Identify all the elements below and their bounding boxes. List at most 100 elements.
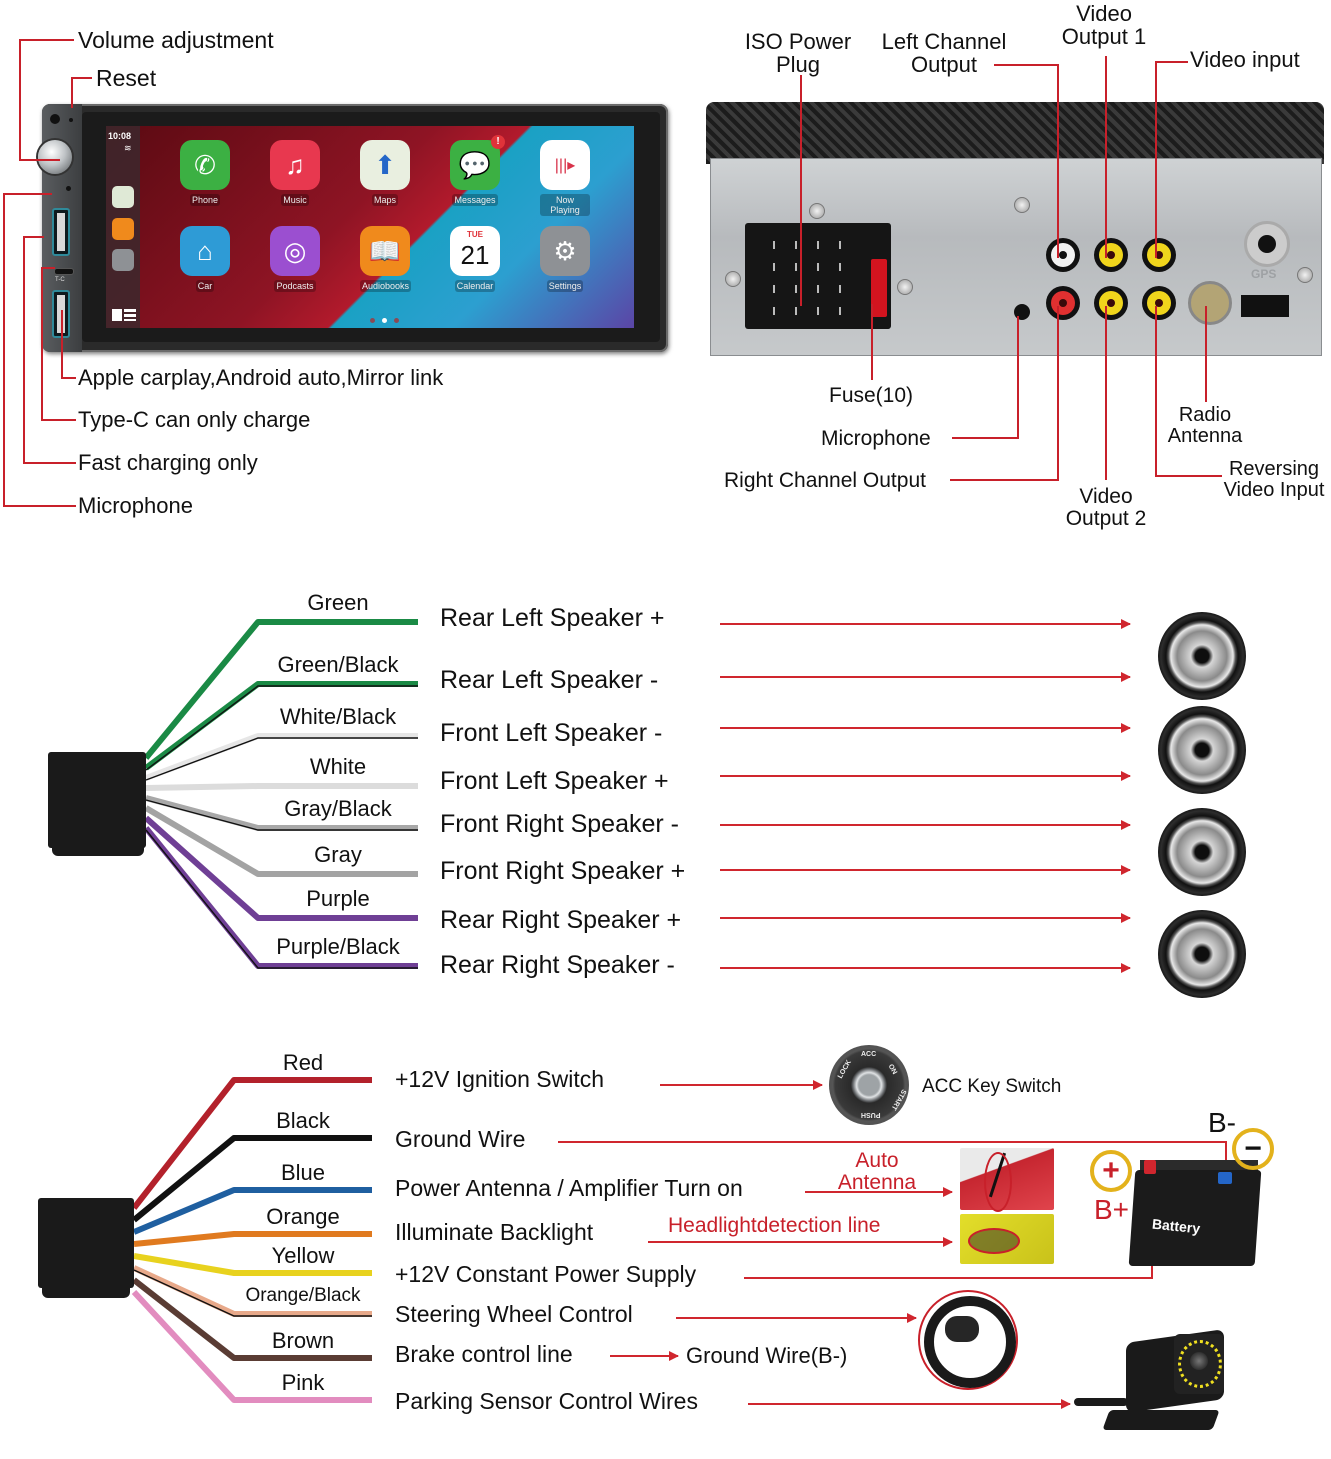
wire-black xyxy=(132,1135,372,1223)
wire-function-label: +12V Constant Power Supply xyxy=(395,1261,697,1288)
callout-line-reset xyxy=(71,77,92,108)
iso-power-socket[interactable] xyxy=(745,223,891,329)
wire-color-label: Green/Black xyxy=(277,652,399,677)
wifi-icon: ≋ xyxy=(124,143,132,153)
carplay-screen: 10:08 ≋ ✆Phone♫Music⬆Maps💬!Messages|||▸N… xyxy=(106,126,634,328)
sidebar-maps-icon[interactable] xyxy=(112,186,134,208)
wire-color-label: Gray/Black xyxy=(284,796,392,821)
wire-stripe xyxy=(145,685,418,771)
iso-pin xyxy=(773,285,775,293)
screw-icon xyxy=(897,279,913,295)
page-dot[interactable] xyxy=(382,318,387,323)
callout-line-mic-rear xyxy=(952,316,1019,439)
app-car[interactable]: ⌂Car xyxy=(180,226,230,294)
app-messages[interactable]: 💬!Messages xyxy=(450,135,505,208)
label-b-plus: B+ xyxy=(1094,1194,1130,1225)
rca-right-out[interactable] xyxy=(1046,286,1080,320)
label-right-channel-output: Right Channel Output xyxy=(724,469,926,492)
app-maps[interactable]: ⬆Maps xyxy=(360,140,410,208)
sidebar-settings-icon[interactable] xyxy=(112,249,134,271)
app-label: Settings xyxy=(546,280,584,292)
callout-line-typec xyxy=(41,267,76,421)
app-settings[interactable]: ⚙Settings xyxy=(540,226,590,294)
rca-video-out-1[interactable] xyxy=(1094,238,1128,272)
wire-gray-black xyxy=(145,795,418,831)
label-iso-power-plug: ISO Power Plug xyxy=(744,29,852,78)
now-playing-icon: |||▸ xyxy=(540,140,590,190)
wire-function-label: Rear Left Speaker + xyxy=(440,604,665,633)
wire-green-black xyxy=(144,681,418,771)
minus-terminal-marker: − xyxy=(1232,1128,1274,1170)
screw-icon xyxy=(1014,197,1030,213)
wire-green xyxy=(143,619,418,760)
wire-function-label: Front Right Speaker - xyxy=(440,810,679,839)
camera-cable xyxy=(1074,1398,1128,1406)
rear-slot xyxy=(1241,295,1289,317)
dashboard-toggle-icon[interactable] xyxy=(112,309,136,321)
speaker-icon xyxy=(1158,612,1246,700)
app-label: Car xyxy=(195,280,215,292)
phone-icon: ✆ xyxy=(180,140,230,190)
steering-wheel-outline xyxy=(918,1290,1018,1390)
label-acc-key-switch: ACC Key Switch xyxy=(922,1076,1062,1097)
wire-function-label: Front Left Speaker - xyxy=(440,719,663,748)
app-label: Calendar xyxy=(454,280,496,292)
volume-knob[interactable] xyxy=(38,140,72,174)
iso-pin xyxy=(773,241,775,249)
rca-left-out[interactable] xyxy=(1046,238,1080,272)
wire-color-label: Black xyxy=(276,1108,330,1133)
label-reversing-video-input: Reversing Video Input xyxy=(1223,458,1325,501)
app-label: Maps xyxy=(371,194,398,206)
battery-icon xyxy=(1128,1170,1262,1266)
wire-function-label: Rear Left Speaker - xyxy=(440,666,659,695)
type-c-label: T-C xyxy=(55,277,65,283)
metal-chassis: GPS xyxy=(710,158,1322,356)
rca-video-in[interactable] xyxy=(1142,238,1176,272)
usb-port-carplay[interactable] xyxy=(52,208,70,256)
wire-purple-black xyxy=(143,826,418,969)
reset-pinhole-icon[interactable] xyxy=(69,118,73,122)
app-podcasts[interactable]: ◎Podcasts xyxy=(270,226,320,294)
iso-pin xyxy=(817,285,819,293)
screw-icon xyxy=(809,203,825,219)
speaker-harness-plug xyxy=(48,752,146,848)
speaker-icon xyxy=(1158,910,1246,998)
page-dot[interactable] xyxy=(370,318,375,323)
power-harness-plug xyxy=(38,1198,134,1288)
radio-antenna-jack[interactable] xyxy=(1188,281,1232,325)
wire-function-label: Illuminate Backlight xyxy=(395,1219,594,1246)
callout-line-reversing xyxy=(1155,306,1222,477)
wire-color-label: Yellow xyxy=(271,1243,335,1268)
car-antenna-photo xyxy=(960,1148,1054,1212)
wire-function-label: Steering Wheel Control xyxy=(395,1301,633,1328)
label-volume-adjustment: Volume adjustment xyxy=(78,27,274,53)
wire-stripe xyxy=(145,799,418,831)
carbon-top-cover xyxy=(706,102,1324,164)
wire-gray xyxy=(144,805,418,877)
mic-hole-icon xyxy=(50,114,60,124)
rca-video-out-2[interactable] xyxy=(1094,286,1128,320)
page-dot[interactable] xyxy=(394,318,399,323)
plus-terminal-marker: + xyxy=(1090,1150,1132,1192)
gps-port[interactable] xyxy=(1244,221,1290,267)
acc-position-label: PUSH xyxy=(861,1111,881,1118)
app-now-playing[interactable]: |||▸ Now Playing xyxy=(540,140,590,218)
negative-terminal-icon xyxy=(1218,1172,1232,1184)
iso-pin xyxy=(795,285,797,293)
app-music[interactable]: ♫Music xyxy=(270,140,320,208)
wire-function-label: Parking Sensor Control Wires xyxy=(395,1388,698,1415)
app-phone[interactable]: ✆Phone xyxy=(180,140,230,208)
wire-function-label: Rear Right Speaker - xyxy=(440,951,675,980)
label-microphone-rear: Microphone xyxy=(821,427,931,450)
app-label: Now Playing xyxy=(540,194,590,216)
front-mic-icon xyxy=(66,186,71,191)
rca-reversing-video-in[interactable] xyxy=(1142,286,1176,320)
screw-icon xyxy=(1297,267,1313,283)
app-audiobooks[interactable]: 📖Audiobooks xyxy=(360,226,412,294)
sidebar-audiobooks-icon[interactable] xyxy=(112,218,134,240)
wire-orange xyxy=(133,1231,372,1247)
type-c-port[interactable] xyxy=(54,268,74,275)
